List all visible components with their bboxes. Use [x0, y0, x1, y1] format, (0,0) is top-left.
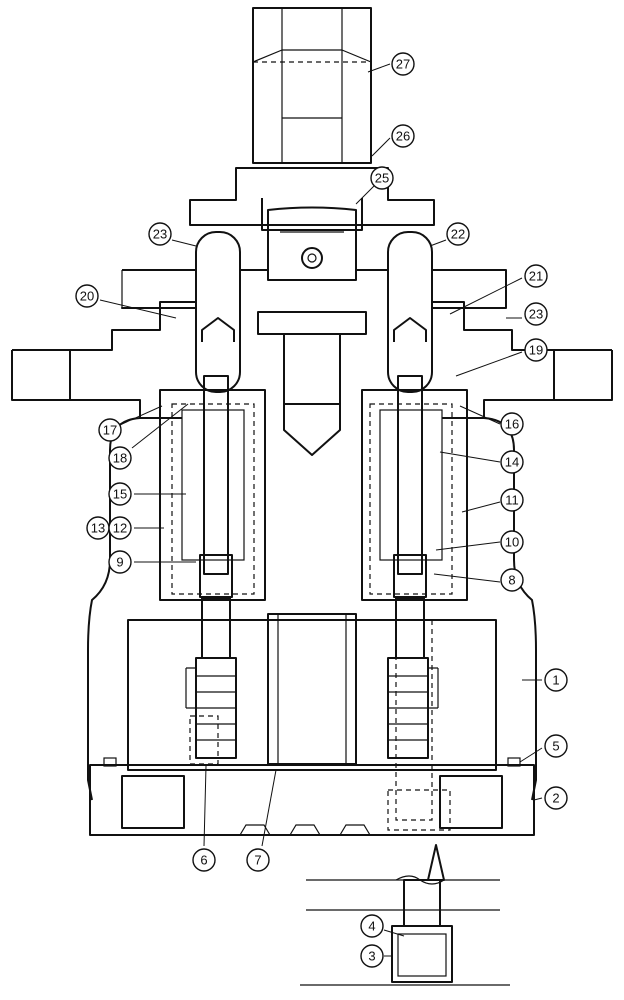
- callout-label: 5: [552, 739, 559, 754]
- callout-9: 9: [108, 550, 132, 574]
- right-push-rod: [387, 231, 433, 393]
- callout-16: 16: [500, 412, 524, 436]
- callout-5: 5: [544, 734, 568, 758]
- callout-10: 10: [500, 530, 524, 554]
- left-lower-spring: [189, 597, 237, 765]
- callout-label: 21: [529, 269, 543, 284]
- callout-22: 22: [446, 222, 470, 246]
- cam-plate: [189, 167, 435, 281]
- callout-label: 25: [375, 171, 389, 186]
- callout-label: 10: [505, 535, 519, 550]
- center-block: [267, 613, 357, 765]
- callout-12: 12: [108, 516, 132, 540]
- callout-19: 19: [524, 338, 548, 362]
- callout-label: 17: [103, 423, 117, 438]
- upper-casing: [11, 269, 613, 419]
- callout-21: 21: [524, 264, 548, 288]
- callout-label: 3: [368, 949, 375, 964]
- right-spool-chamber: [361, 375, 468, 601]
- callout-label: 23: [153, 227, 167, 242]
- callout-label: 15: [113, 487, 127, 502]
- base-plate: [89, 757, 535, 836]
- leader-lines: [99, 63, 543, 957]
- callout-27: 27: [391, 52, 415, 76]
- callout-label: 18: [113, 451, 127, 466]
- center-guide: [257, 311, 367, 456]
- callout-25: 25: [370, 166, 394, 190]
- callout-label: 2: [552, 791, 559, 806]
- callout-label: 23: [529, 307, 543, 322]
- callout-18: 18: [108, 446, 132, 470]
- callout-15: 15: [108, 482, 132, 506]
- detail-inset: [300, 844, 510, 986]
- callout-label: 22: [451, 227, 465, 242]
- callout-label: 4: [368, 919, 375, 934]
- callout-14: 14: [500, 450, 524, 474]
- callout-label: 7: [254, 853, 261, 868]
- callout-label: 20: [80, 289, 94, 304]
- callout-label: 16: [505, 417, 519, 432]
- callout-3: 3: [360, 944, 384, 968]
- left-spool-chamber: [159, 375, 266, 601]
- callout-label: 26: [396, 129, 410, 144]
- callout-13: 13: [86, 516, 110, 540]
- callout-label: 12: [113, 521, 127, 536]
- callout-label: 8: [508, 573, 515, 588]
- callout-label: 1: [552, 673, 559, 688]
- callout-23-left: 23: [148, 222, 172, 246]
- top-nut: [252, 7, 372, 164]
- callout-label: 19: [529, 343, 543, 358]
- callout-6: 6: [192, 848, 216, 872]
- main-body: [87, 417, 537, 801]
- left-push-rod: [195, 231, 241, 393]
- callout-1: 1: [544, 668, 568, 692]
- callout-label: 14: [505, 455, 519, 470]
- callout-4: 4: [360, 914, 384, 938]
- callout-26: 26: [391, 124, 415, 148]
- callout-2: 2: [544, 786, 568, 810]
- callout-label: 11: [505, 493, 519, 508]
- callout-17: 17: [98, 418, 122, 442]
- callout-8: 8: [500, 568, 524, 592]
- right-lower-spring: [387, 597, 451, 831]
- callout-20: 20: [75, 284, 99, 308]
- callout-label: 27: [396, 57, 410, 72]
- callout-label: 13: [91, 521, 105, 536]
- callout-label: 9: [116, 555, 123, 570]
- callout-label: 6: [200, 853, 207, 868]
- callout-7: 7: [246, 848, 270, 872]
- callout-11: 11: [500, 488, 524, 512]
- callout-23-right: 23: [524, 302, 548, 326]
